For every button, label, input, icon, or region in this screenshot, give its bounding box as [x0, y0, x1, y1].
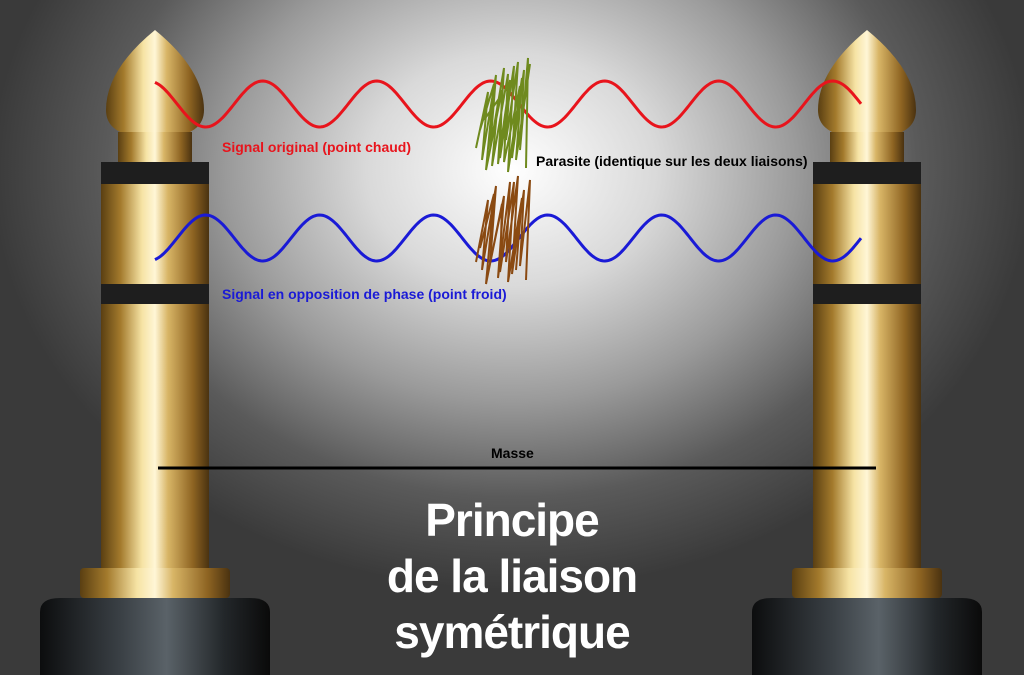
ground-label: Masse	[491, 445, 534, 461]
plug-collar	[792, 568, 942, 598]
hot-signal-label: Signal original (point chaud)	[222, 139, 411, 155]
parasite-noise-hot	[475, 57, 531, 173]
plug-neck	[118, 132, 192, 162]
parasite-label: Parasite (identique sur les deux liaison…	[536, 153, 808, 169]
title-line: Principe	[425, 494, 600, 546]
plug-ring-segment	[813, 184, 921, 284]
plug-body	[752, 598, 982, 675]
title-line: symétrique	[394, 606, 630, 658]
plug-insulator-ring	[813, 162, 921, 184]
plug-tip	[106, 30, 204, 160]
trs-jack-plug-icon	[752, 30, 982, 675]
title-line: de la liaison	[386, 550, 638, 602]
plug-sleeve	[101, 304, 209, 570]
plug-sleeve	[813, 304, 921, 570]
trs-jack-plug-icon	[40, 30, 270, 675]
plug-insulator-ring	[101, 162, 209, 184]
plug-ring-segment	[101, 184, 209, 284]
diagram-title: Principe de la liaison symétrique	[322, 492, 702, 660]
plug-insulator-ring	[101, 284, 209, 304]
plug-neck	[830, 132, 904, 162]
cold-signal-label: Signal en opposition de phase (point fro…	[222, 286, 507, 302]
parasite-noise-cold	[475, 175, 531, 285]
plug-tip	[818, 30, 916, 160]
plug-body	[40, 598, 270, 675]
plug-collar	[80, 568, 230, 598]
plug-insulator-ring	[813, 284, 921, 304]
